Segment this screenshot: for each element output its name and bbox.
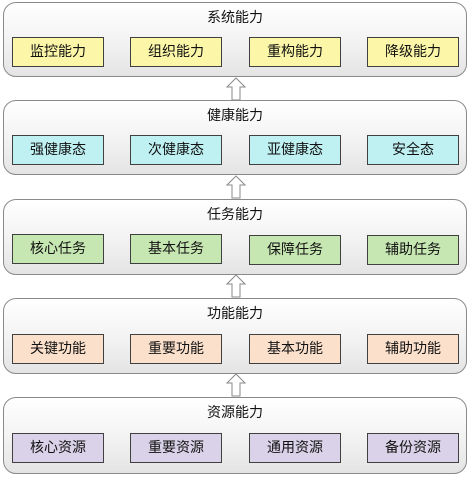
item-box: 核心任务 bbox=[12, 234, 104, 264]
item-box: 重要资源 bbox=[130, 433, 222, 463]
layer-title: 系统能力 bbox=[207, 10, 263, 26]
layer-health-capability: 健康能力 强健康态 次健康态 亚健康态 安全态 bbox=[3, 100, 467, 175]
up-arrow-icon bbox=[226, 77, 246, 101]
item-box: 次健康态 bbox=[130, 135, 222, 165]
layer-title: 健康能力 bbox=[207, 108, 263, 124]
item-box: 辅助功能 bbox=[367, 334, 459, 364]
layer-task-capability: 任务能力 核心任务 基本任务 保障任务 辅助任务 bbox=[3, 199, 467, 275]
item-box: 关键功能 bbox=[12, 334, 104, 364]
item-box: 备份资源 bbox=[367, 433, 459, 463]
item-box: 监控能力 bbox=[12, 37, 104, 67]
layer-function-capability: 功能能力 关键功能 重要功能 基本功能 辅助功能 bbox=[3, 298, 467, 374]
item-box: 重要功能 bbox=[130, 334, 222, 364]
item-box: 辅助任务 bbox=[367, 235, 459, 265]
item-box: 组织能力 bbox=[130, 37, 222, 67]
layer-title: 功能能力 bbox=[207, 306, 263, 322]
item-box: 通用资源 bbox=[249, 433, 341, 463]
up-arrow-icon bbox=[226, 175, 246, 199]
item-box: 降级能力 bbox=[367, 37, 459, 67]
item-box: 基本功能 bbox=[249, 334, 341, 364]
item-box: 强健康态 bbox=[12, 135, 104, 165]
item-box: 核心资源 bbox=[12, 433, 104, 463]
layer-resource-capability: 资源能力 核心资源 重要资源 通用资源 备份资源 bbox=[3, 397, 467, 474]
layer-title: 资源能力 bbox=[207, 405, 263, 421]
item-box: 安全态 bbox=[367, 135, 459, 165]
up-arrow-icon bbox=[226, 373, 246, 397]
item-box: 保障任务 bbox=[249, 235, 341, 265]
layer-title: 任务能力 bbox=[207, 207, 263, 223]
up-arrow-icon bbox=[226, 274, 246, 298]
item-box: 亚健康态 bbox=[249, 135, 341, 165]
layer-system-capability: 系统能力 监控能力 组织能力 重构能力 降级能力 bbox=[3, 2, 467, 77]
item-box: 基本任务 bbox=[130, 234, 222, 264]
item-box: 重构能力 bbox=[249, 37, 341, 67]
